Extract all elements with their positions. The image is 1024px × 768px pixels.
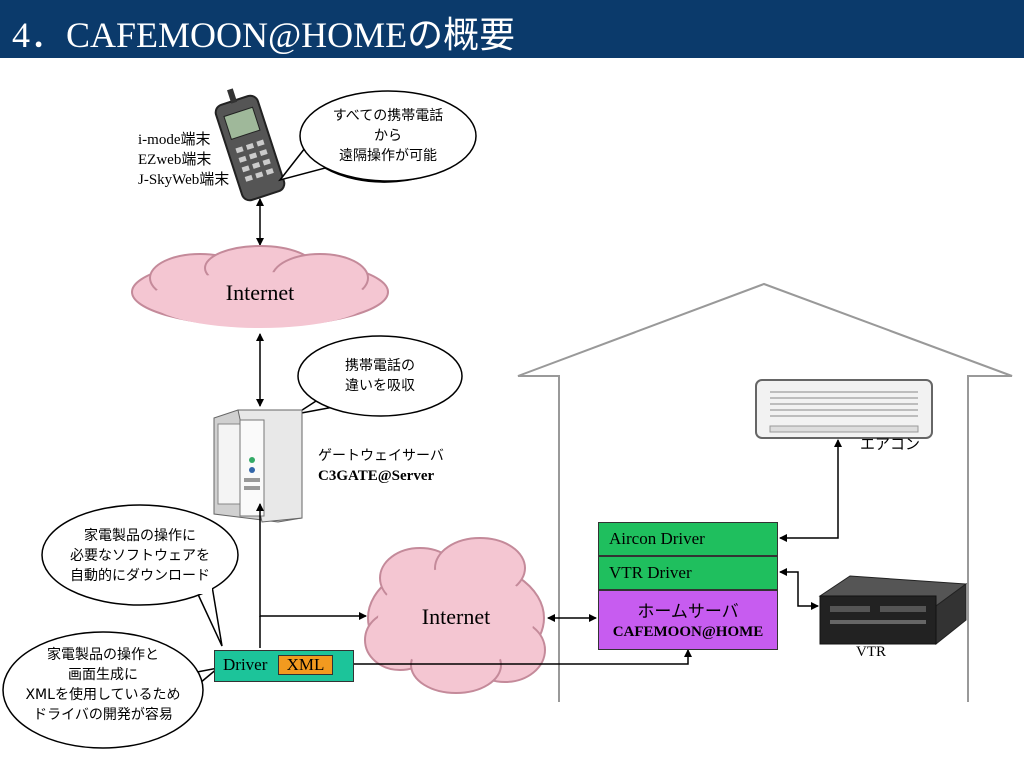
bubble-xml-line-1: 家電製品の操作と: [47, 647, 159, 663]
bubble-download-line-3: 自動的にダウンロード: [70, 568, 210, 584]
home-server-box: ホームサーバ CAFEMOON@HOME: [598, 590, 778, 650]
gateway-server-icon: [213, 409, 303, 523]
bubble-download-line-2: 必要なソフトウェアを: [70, 548, 210, 564]
arrow-aircon-driver: [779, 439, 842, 542]
mobile-phone-icon: [214, 88, 286, 202]
bubble-phone-line-1: すべての携帯電話: [332, 108, 444, 124]
driver-label: Driver: [223, 655, 268, 674]
house-outline: [517, 282, 1013, 702]
gateway-name: C3GATE@Server: [318, 468, 435, 484]
driver-box: Driver XML: [214, 650, 354, 682]
bubble-xml-line-3: XMLを使用しているため: [25, 687, 181, 703]
gateway-label: ゲートウェイサーバ: [318, 448, 444, 464]
arrow-driver-homeserver: [354, 649, 692, 665]
bubble-download-line-1: 家電製品の操作に: [84, 528, 196, 544]
bubble-gateway-text: 携帯電話の 違いを吸収: [320, 356, 440, 396]
bubble-xml-text: 家電製品の操作と 画面生成に XMLを使用しているため ドライバの開発が容易: [4, 645, 202, 725]
home-server-label: ホームサーバ: [637, 602, 739, 622]
bubble-xml-line-4: ドライバの開発が容易: [33, 707, 173, 723]
phone-label-imode: i-mode端末: [138, 132, 211, 148]
title-bar: 4．CAFEMOON@HOMEの概要: [0, 0, 1024, 58]
arrow-vtr-driver: [779, 568, 819, 610]
phone-label-ezweb: EZweb端末: [138, 152, 212, 168]
bubble-gateway-line-2: 違いを吸収: [345, 378, 415, 394]
internet-cloud-middle: [364, 537, 546, 694]
slide-title: 4．CAFEMOON@HOMEの概要: [12, 15, 516, 55]
air-conditioner-icon: [755, 379, 933, 439]
bubble-download-text: 家電製品の操作に 必要なソフトウェアを 自動的にダウンロード: [50, 526, 230, 586]
internet-top-label: Internet: [225, 280, 295, 305]
vtr-driver-box: VTR Driver: [598, 556, 778, 590]
bubble-phone-line-3: 遠隔操作が可能: [339, 148, 437, 164]
home-server-name: CAFEMOON@HOME: [612, 624, 764, 640]
bubble-phone-text: すべての携帯電話 から 遠隔操作が可能: [310, 106, 466, 166]
aircon-label: エアコン: [860, 435, 921, 453]
bubble-xml-line-2: 画面生成に: [68, 667, 138, 683]
vtr-icon: [818, 575, 968, 646]
xml-label: XML: [277, 655, 334, 675]
internet-middle-label: Internet: [421, 604, 491, 629]
vtr-label: VTR: [856, 644, 886, 660]
bubble-phone-line-2: から: [374, 128, 402, 144]
bubble-gateway-line-1: 携帯電話の: [345, 358, 415, 374]
aircon-driver-box: Aircon Driver: [598, 522, 778, 556]
phone-label-jskyweb: J-SkyWeb端末: [138, 172, 230, 188]
internet-cloud-top: [131, 245, 389, 328]
